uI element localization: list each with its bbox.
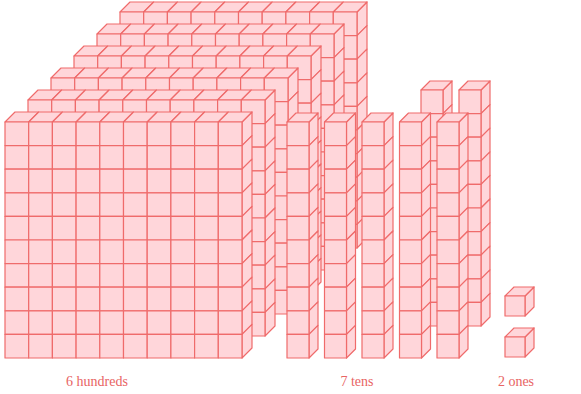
ten-rod	[325, 113, 356, 358]
hundred-flat	[120, 2, 367, 248]
place-value-label: 6 hundreds	[66, 375, 128, 389]
ten-rod	[437, 113, 468, 358]
one-cube	[505, 287, 534, 316]
hundred-flat	[5, 112, 252, 358]
one-cube	[505, 328, 534, 357]
ten-rod	[400, 113, 431, 358]
ten-rod	[287, 113, 318, 358]
ten-rod	[362, 113, 393, 358]
hundred-flat	[74, 46, 321, 292]
place-value-label: 2 ones	[498, 375, 534, 389]
hundred-flat	[51, 68, 298, 314]
hundred-flat	[97, 24, 344, 270]
place-value-label: 7 tens	[340, 375, 373, 389]
hundred-flat	[28, 90, 275, 336]
